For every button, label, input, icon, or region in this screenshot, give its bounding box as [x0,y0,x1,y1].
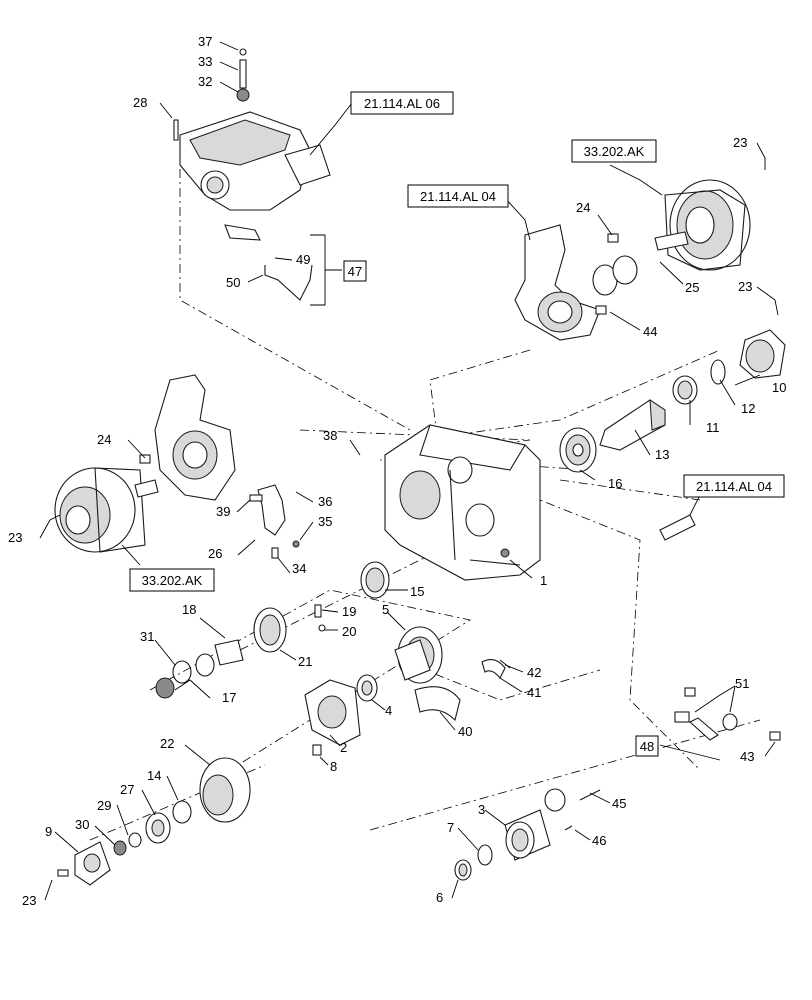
callout-2: 2 [340,740,347,755]
bracket-47 [310,234,342,306]
callout-29: 29 [97,798,111,813]
reference-box-top[interactable]: 21.114.AL 06 [350,91,454,115]
callout-25: 25 [685,280,699,295]
callout-20: 20 [342,624,356,639]
reference-box-center[interactable]: 21.114.AL 04 [407,184,509,208]
callout-18: 18 [182,602,196,617]
svg-text:33.202.AK: 33.202.AK [584,144,645,159]
callout-35: 35 [318,514,332,529]
svg-text:21.114.AL 04: 21.114.AL 04 [696,479,772,494]
callout-11: 11 [706,420,720,435]
callout-21: 21 [298,654,312,669]
callout-10: 10 [772,380,786,395]
callout-27: 27 [120,782,134,797]
callout-23: 23 [733,135,747,150]
gear-cluster-5 [356,626,443,702]
callout-9: 9 [45,824,52,839]
callout-4: 4 [385,703,392,718]
callout-6: 6 [436,890,443,905]
group-box-47: 47 [343,260,367,282]
callout-5: 5 [382,602,389,617]
callout-41: 41 [527,685,541,700]
callout-1: 1 [540,573,547,588]
svg-text:21.114.AL 04: 21.114.AL 04 [420,189,496,204]
callout-15: 15 [410,584,424,599]
callout-24: 24 [97,432,111,447]
group-box-48: 48 [635,735,659,757]
callout-49: 49 [296,252,310,267]
callout-32: 32 [198,74,212,89]
callout-44: 44 [643,324,657,339]
svg-text:21.114.AL 06: 21.114.AL 06 [364,96,440,111]
callout-23: 23 [8,530,22,545]
leader-lines [39,41,779,901]
callout-23: 23 [738,279,752,294]
callout-26: 26 [208,546,222,561]
svg-text:47: 47 [348,264,362,279]
callout-12: 12 [741,401,755,416]
transmission-case [384,424,541,581]
callout-46: 46 [592,833,606,848]
pto-motor-right-upper [654,179,751,271]
callout-36: 36 [318,494,332,509]
callout-51: 51 [735,676,749,691]
callout-33: 33 [198,54,212,69]
callout-45: 45 [612,796,626,811]
callout-19: 19 [342,604,356,619]
reference-box-right-mid[interactable]: 21.114.AL 04 [683,474,785,498]
gear-22-stack [57,757,251,886]
callout-3: 3 [478,802,485,817]
bracket-48 [659,744,721,761]
callout-40: 40 [458,724,472,739]
callout-16: 16 [608,476,622,491]
reference-box-right-upper[interactable]: 33.202.AK [571,139,657,163]
callout-34: 34 [292,561,306,576]
shift-fork [249,484,300,559]
callout-37: 37 [198,34,212,49]
callout-7: 7 [447,820,454,835]
shaft-chain-right [559,329,786,473]
callout-28: 28 [133,95,147,110]
callout-43: 43 [740,749,754,764]
reference-box-left[interactable]: 33.202.AK [129,568,215,592]
pto-housing-top [173,48,331,301]
callout-24: 24 [576,200,590,215]
callout-17: 17 [222,690,236,705]
svg-text:33.202.AK: 33.202.AK [142,573,203,588]
callout-22: 22 [160,736,174,751]
callout-50: 50 [226,275,240,290]
callout-31: 31 [140,629,154,644]
callout-30: 30 [75,817,89,832]
sensor-group-48 [659,514,781,741]
gear-row-center [155,561,390,699]
callout-numbers: 37 33 32 28 49 50 23 24 25 44 23 10 12 1… [8,34,786,908]
callout-42: 42 [527,665,541,680]
callout-14: 14 [147,768,161,783]
callout-13: 13 [655,447,669,462]
cover-plate-2 [304,679,361,756]
shaft-3-assembly [454,788,601,881]
callout-39: 39 [216,504,230,519]
callout-38: 38 [323,428,337,443]
pto-motor-left [54,454,159,553]
callout-23: 23 [22,893,36,908]
svg-text:48: 48 [640,739,654,754]
mounting-bracket-left [154,374,236,501]
thrust-washers-40-41 [414,659,511,722]
mounting-bracket-upper [514,224,638,341]
callout-8: 8 [330,759,337,774]
